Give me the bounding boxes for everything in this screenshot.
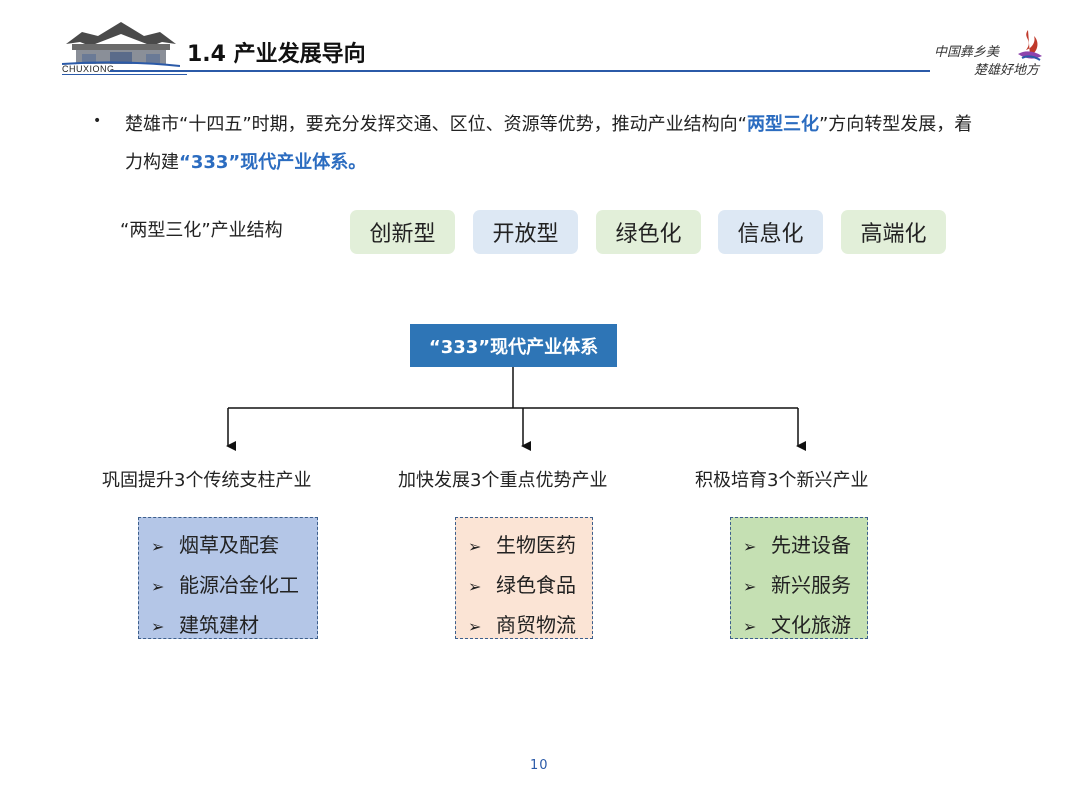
- emerging-industries-box: ➢先进设备 ➢新兴服务 ➢文化旅游: [730, 517, 868, 639]
- intro-text-2: ”方向转型发展，着力构建: [125, 114, 973, 173]
- slogan-line-2: 楚雄好地方: [974, 63, 1040, 78]
- header-divider-left: [62, 74, 187, 75]
- arrowhead-bullet-icon: ➢: [151, 617, 165, 636]
- highlight-two-types: 两型三化: [746, 114, 819, 135]
- list-item: ➢先进设备: [743, 526, 867, 566]
- pill-high-end: 高端化: [841, 210, 946, 254]
- header-divider: [110, 70, 930, 72]
- arrowhead-bullet-icon: ➢: [743, 537, 757, 556]
- category-label-emerging: 积极培育3个新兴产业: [695, 470, 869, 491]
- arrowhead-bullet-icon: ➢: [151, 537, 165, 556]
- pill-green: 绿色化: [596, 210, 701, 254]
- arrowhead-bullet-icon: ➢: [743, 577, 757, 596]
- list-item: ➢文化旅游: [743, 606, 867, 646]
- bullet-dot: •: [93, 113, 102, 129]
- pill-information: 信息化: [718, 210, 823, 254]
- category-label-advantage: 加快发展3个重点优势产业: [398, 470, 608, 491]
- chuxiong-gate-logo: [62, 22, 180, 67]
- arrowhead-bullet-icon: ➢: [743, 617, 757, 636]
- intro-text-1: 楚雄市“十四五”时期，要充分发挥交通、区位、资源等优势，推动产业结构向“: [125, 114, 747, 135]
- list-item: ➢商贸物流: [468, 606, 592, 646]
- category-label-traditional: 巩固提升3个传统支柱产业: [102, 470, 312, 491]
- advantage-industries-box: ➢生物医药 ➢绿色食品 ➢商贸物流: [455, 517, 593, 639]
- system-title-box: “333”现代产业体系: [410, 324, 617, 367]
- list-item: ➢建筑建材: [151, 606, 317, 646]
- pill-innovative: 创新型: [350, 210, 455, 254]
- arrowhead-bullet-icon: ➢: [468, 577, 482, 596]
- arrowhead-bullet-icon: ➢: [468, 617, 482, 636]
- list-item: ➢绿色食品: [468, 566, 592, 606]
- highlight-333-system: “333”现代产业体系。: [179, 152, 367, 173]
- slogan-line-1: 中国彝乡美: [934, 45, 1000, 60]
- list-item: ➢能源冶金化工: [151, 566, 317, 606]
- torch-flame-emblem: [1018, 30, 1042, 61]
- page-number: 10: [530, 758, 549, 773]
- traditional-industries-box: ➢烟草及配套 ➢能源冶金化工 ➢建筑建材: [138, 517, 318, 639]
- structure-label: “两型三化”产业结构: [120, 220, 283, 241]
- slogan: 中国彝乡美 楚雄好地方: [934, 44, 1039, 80]
- page-title: 1.4 产业发展导向: [187, 42, 366, 67]
- pill-open: 开放型: [473, 210, 578, 254]
- list-item: ➢烟草及配套: [151, 526, 317, 566]
- arrowhead-bullet-icon: ➢: [468, 537, 482, 556]
- intro-paragraph: 楚雄市“十四五”时期，要充分发挥交通、区位、资源等优势，推动产业结构向“两型三化…: [125, 106, 985, 182]
- logo-text: CHUXIONG: [62, 64, 115, 74]
- list-item: ➢生物医药: [468, 526, 592, 566]
- list-item: ➢新兴服务: [743, 566, 867, 606]
- arrowhead-bullet-icon: ➢: [151, 577, 165, 596]
